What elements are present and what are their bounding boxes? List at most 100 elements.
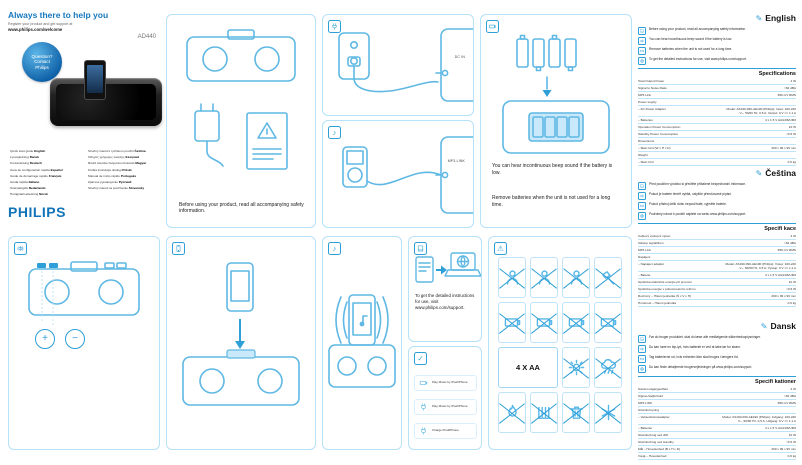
note-text: Remove batteries when the unit is not us… bbox=[649, 47, 733, 51]
spec-row: Mål – Hovedenhed (B x H x D) 260 x 99 x … bbox=[638, 446, 796, 453]
safety-caption: Before using your product, read all acco… bbox=[179, 201, 304, 215]
note-row: Du kan høre en bip-lyd, hvis batteriet e… bbox=[638, 345, 796, 353]
language-item: Guía de configuración rápida Español bbox=[10, 167, 63, 172]
no-radiator-icon bbox=[530, 392, 558, 433]
spec-key: Weight bbox=[638, 152, 648, 157]
note-text: Tag batterierne ud, hvis enheden ikke sk… bbox=[649, 355, 739, 359]
product-photo bbox=[50, 60, 162, 126]
register-url: www.philips.com/welcome bbox=[8, 26, 63, 32]
support-illustration bbox=[415, 252, 481, 283]
spec-value: >62 dBA bbox=[784, 240, 796, 245]
battery-caption-1: You can hear incontinuous beep sound if … bbox=[492, 163, 613, 176]
badge-line: Contact bbox=[34, 59, 50, 65]
spec-value bbox=[722, 153, 796, 157]
note-row: Before using your product, read all acco… bbox=[638, 27, 796, 35]
speaker-grille bbox=[56, 84, 156, 120]
spec-key: Signal-/støjforhold bbox=[638, 393, 663, 398]
spec-value: 4 x 1,5 V AA/LR6/UM3 bbox=[765, 272, 796, 277]
spec-title: Specifi kationer bbox=[638, 376, 796, 386]
spec-value: 4 x 1,5 V AA/LR6/UM3 bbox=[765, 425, 796, 430]
spec-value: 650 mV RMS bbox=[777, 247, 796, 252]
section-cestina: ✎ Čeština Před použitím výrobku si přečt… bbox=[638, 167, 796, 315]
spec-key: Celkový výstupní výkon bbox=[638, 233, 671, 238]
spec-row: Standby Power Consumption <0.5 W bbox=[638, 131, 796, 138]
spec-row: Strømforbrug ved standby <0,5 W bbox=[638, 439, 796, 446]
phone-icon bbox=[172, 242, 185, 255]
spec-table: Celkový výstupní výkon 4 W Odstup signál… bbox=[638, 233, 796, 307]
spec-row: Dimensions bbox=[638, 138, 796, 145]
spec-key: Signal to Noise Ratio bbox=[638, 85, 667, 90]
power-panel: DC IN bbox=[322, 14, 474, 116]
spec-value: <0,5 W bbox=[786, 286, 796, 291]
safety-info-icon bbox=[638, 27, 646, 35]
beep-icon bbox=[638, 345, 646, 353]
spec-value: <0.5 W bbox=[786, 131, 796, 136]
compat-label: Play Music by iPod/iPhone bbox=[432, 380, 468, 385]
spec-row: Vægt – Hovedenhed 0,9 kg bbox=[638, 453, 796, 460]
spec-value: 650 mV RMS bbox=[777, 92, 796, 97]
note-text: You can hear incontinuous beep sound if … bbox=[649, 37, 732, 41]
note-row: To get the detailed instructions for use… bbox=[638, 57, 796, 65]
language-item: Stručný návod na používanie Slovensky bbox=[88, 186, 145, 191]
section-header: ✎ Dansk bbox=[638, 320, 796, 333]
spec-row: Spotřeba energie v pohotovostním režimu … bbox=[638, 286, 796, 293]
spec-row: Odstup signál/šum >62 dBA bbox=[638, 240, 796, 247]
note-text: Před použitím výrobku si přečtěte přibal… bbox=[649, 182, 746, 186]
philips-logo: PHILIPS bbox=[8, 204, 66, 220]
spec-key: – Batterier bbox=[638, 425, 653, 430]
spec-key: – Vekselstrømsadapter bbox=[638, 414, 670, 419]
ac-plug-icon bbox=[418, 427, 429, 435]
battery-note-icon bbox=[638, 355, 646, 363]
no-recharge-batteries-icon bbox=[562, 302, 590, 343]
note-row: Před použitím výrobku si přečtěte přibal… bbox=[638, 182, 796, 190]
spec-key: Dimensions bbox=[638, 138, 655, 143]
spec-key: Strømforsyning bbox=[638, 407, 659, 412]
safety-illustration bbox=[186, 29, 296, 170]
spec-value bbox=[722, 100, 796, 104]
spec-key: – Main Unit (W x H x D) bbox=[638, 145, 671, 150]
no-old-new-batteries-icon bbox=[530, 302, 558, 343]
spec-key: – Baterie bbox=[638, 272, 651, 277]
no-sunlight-icon bbox=[562, 347, 590, 388]
tagline: Always there to help you bbox=[8, 10, 109, 20]
music-note-icon: ♪ bbox=[328, 242, 341, 255]
spec-row: – AC Power Adapter Model: AS190-090-AE19… bbox=[638, 106, 796, 117]
pencil-icon: ✎ bbox=[755, 168, 763, 178]
note-text: Du kan høre en bip-lyd, hvis batteriet e… bbox=[649, 345, 741, 349]
language-sections: ✎ English Before using your product, rea… bbox=[638, 12, 796, 465]
battery-type-label: 4 X AA bbox=[498, 347, 558, 388]
spec-value: 4 x 1.5 V AA/LR6/UM3 bbox=[765, 117, 796, 122]
beep-icon bbox=[638, 37, 646, 45]
spec-row: Spotřeba elektrické energie při provozu … bbox=[638, 279, 796, 286]
spec-row: – Batteries 4 x 1.5 V AA/LR6/UM3 bbox=[638, 117, 796, 124]
docked-phone bbox=[84, 60, 106, 100]
note-row: Podrobný návod k použití najdete na webu… bbox=[638, 212, 796, 220]
language-item: Краткое руководство Русский bbox=[88, 179, 132, 184]
section-dansk: ✎ Dansk Før du bruger produktet, skal du… bbox=[638, 320, 796, 460]
language-item: Kurzanleitung Deutsch bbox=[10, 161, 43, 166]
compat-panel: ✓ Play Music by iPod/iPhone Play Music b… bbox=[408, 346, 482, 450]
spec-value: 4 W bbox=[790, 233, 796, 238]
language-item: Lynvejledning Dansk bbox=[10, 155, 39, 160]
note-text: To get the detailed instructions for use… bbox=[649, 57, 747, 61]
check-icon: ✓ bbox=[414, 352, 427, 365]
spec-value: 4 W bbox=[790, 386, 796, 391]
spec-value: Model: AS190-090-AE190 (Philips); Input:… bbox=[726, 106, 796, 115]
spec-value: >62 dBA bbox=[784, 85, 796, 90]
speaker-body bbox=[50, 78, 162, 126]
spec-value: 260 x 99 x 99 mm bbox=[771, 293, 796, 298]
safety-info-icon bbox=[638, 335, 646, 343]
section-notes: Před použitím výrobku si přečtěte přibal… bbox=[638, 182, 796, 220]
no-trash-icon bbox=[562, 392, 590, 433]
compat-row: Play Music by iPod/iPhone bbox=[414, 399, 477, 415]
spec-value: 10 W bbox=[788, 124, 796, 129]
spec-row: Rozměry – Hlavní jednotka (Š x V x H) 26… bbox=[638, 293, 796, 300]
spec-row: – Vekselstrømsadapter Model: AS190-090-A… bbox=[638, 414, 796, 425]
spec-table: Total Output Power 4 W Signal to Noise R… bbox=[638, 78, 796, 166]
battery-warning-grid: 4 X AA bbox=[498, 257, 622, 441]
battery-icon bbox=[486, 20, 499, 33]
pencil-icon: ✎ bbox=[760, 321, 768, 331]
contact-badge: Question? Contact Philips bbox=[22, 42, 62, 82]
